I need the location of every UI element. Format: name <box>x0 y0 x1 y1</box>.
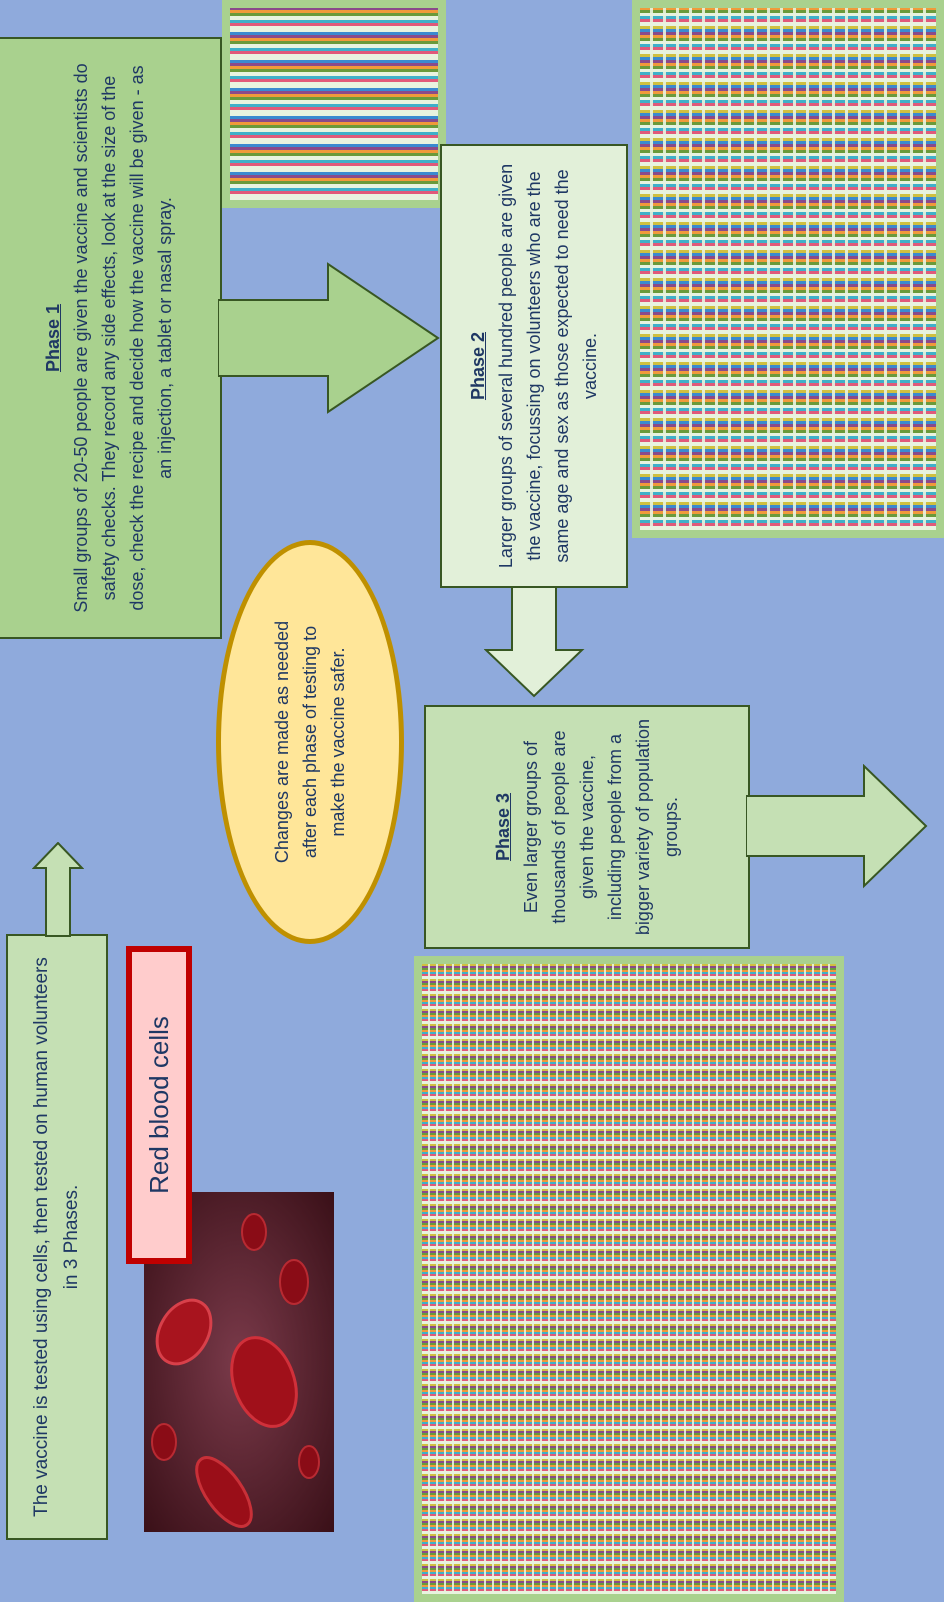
phase1-text: Small groups of 20-50 people are given t… <box>71 63 175 613</box>
red-blood-cells-label: Red blood cells <box>126 946 192 1264</box>
people-image-huge <box>414 956 844 1602</box>
changes-text: Changes are made as needed after each ph… <box>272 620 348 864</box>
phase1-box: Phase 1 Small groups of 20-50 people are… <box>0 37 222 639</box>
phase3-box: Phase 3 Even larger groups of thousands … <box>424 705 750 949</box>
phase3-title: Phase 3 <box>493 792 513 862</box>
phase3-content: Phase 3 Even larger groups of thousands … <box>489 717 685 937</box>
phase3-text: Even larger groups of thousands of peopl… <box>521 718 681 936</box>
arrow-phase2-to-phase3 <box>484 586 585 698</box>
arrow-phase1-to-phase2 <box>218 262 440 414</box>
people-image-large <box>632 0 944 538</box>
intro-box: The vaccine is tested using cells, then … <box>6 934 108 1540</box>
arrow-up <box>32 842 84 937</box>
phase2-content: Phase 2 Larger groups of several hundred… <box>464 156 604 576</box>
people-image-small <box>222 0 446 208</box>
phase1-title: Phase 1 <box>43 303 63 373</box>
intro-text: The vaccine is tested using cells, then … <box>31 957 82 1517</box>
phase1-content: Phase 1 Small groups of 20-50 people are… <box>39 58 179 618</box>
phase2-text: Larger groups of several hundred people … <box>496 163 600 569</box>
red-blood-cells-image <box>144 1192 334 1532</box>
phase2-box: Phase 2 Larger groups of several hundred… <box>440 144 628 588</box>
red-blood-cells-label-text: Red blood cells <box>144 1016 174 1194</box>
phase2-title: Phase 2 <box>468 331 488 401</box>
changes-oval: Changes are made as needed after each ph… <box>216 540 404 944</box>
arrow-phase3-right <box>746 764 928 889</box>
